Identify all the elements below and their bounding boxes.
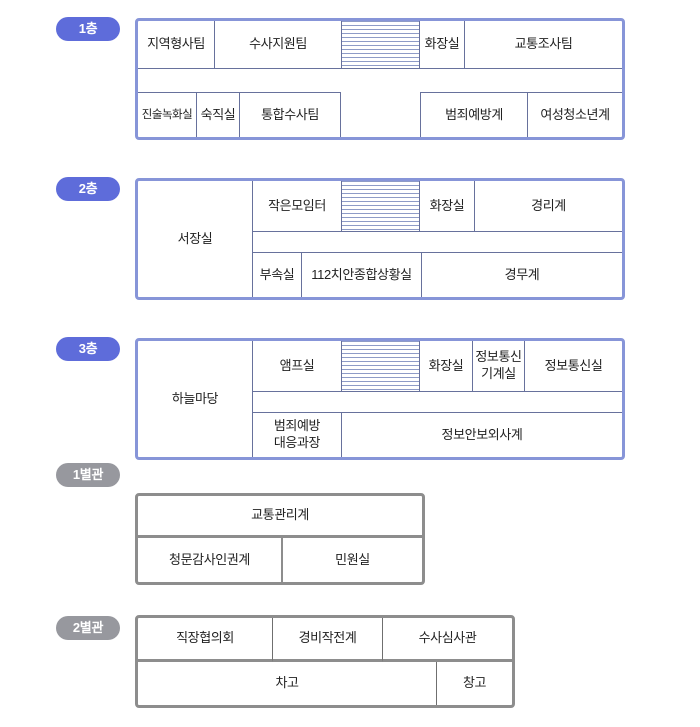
room-sky-yard: 하늘마당 [138,341,253,457]
room-attached-office: 부속실 [253,252,302,297]
room-workplace-council: 직장협의회 [138,618,273,662]
stairs-icon [341,21,420,69]
room-traffic-investigation-team: 교통조사팀 [465,21,622,69]
room-garage: 차고 [138,662,437,705]
room-investigation-support-team: 수사지원팀 [215,21,341,69]
room-ict-room: 정보통신실 [525,341,622,392]
floor3-plan: 하늘마당 앰프실 화장실 정보통신 기계실 정보통신실 범죄예방 대응과장 정보… [135,338,625,460]
stairs-icon [341,181,420,232]
floor1-badge: 1층 [56,17,120,41]
floor2-badge: 2층 [56,177,120,201]
room-integrated-investigation-team: 통합수사팀 [240,92,341,137]
room-audit-human-rights-section: 청문감사인권계 [138,538,283,582]
room-statement-recording: 진술녹화실 [138,92,197,137]
floor1-plan: 지역형사팀 수사지원팀 화장실 교통조사팀 진술녹화실 숙직실 통합수사팀 범죄… [135,18,625,140]
room-112-situation-room: 112치안종합상황실 [302,252,422,297]
room-restroom-f2: 화장실 [420,181,475,232]
floor2-plan: 서장실 작은모임터 화장실 경리계 부속실 112치안종합상황실 경무계 [135,178,625,300]
room-ict-machine-room: 정보통신 기계실 [473,341,525,392]
annex1-plan: 교통관리계 청문감사인권계 민원실 [135,493,425,585]
room-crime-prevention-chief: 범죄예방 대응과장 [253,412,342,457]
room-women-youth-section: 여성청소년계 [528,92,622,137]
room-crime-prevention-section: 범죄예방계 [420,92,528,137]
annex2-plan: 직장협의회 경비작전계 수사심사관 차고 창고 [135,615,515,708]
room-police-admin-section: 경무계 [422,252,622,297]
room-chief-office: 서장실 [138,181,253,297]
room-restroom-f1: 화장실 [420,21,465,69]
stairs-icon [341,341,420,392]
annex2-badge: 2별관 [56,616,120,640]
room-civil-affairs-office: 민원실 [335,551,370,567]
annex1-badge: 1별관 [56,463,120,487]
room-regional-detective-team: 지역형사팀 [138,21,215,69]
room-amp-room: 앰프실 [253,341,341,392]
room-traffic-management-section: 교통관리계 [138,496,422,538]
room-security-operations-section: 경비작전계 [273,618,383,662]
room-investigation-review-officer: 수사심사관 [383,618,512,662]
room-accounting-section: 경리계 [475,181,622,232]
floor3-badge: 3층 [56,337,120,361]
room-security-foreign-affairs: 정보안보외사계 [342,412,622,457]
room-restroom-f3: 화장실 [420,341,473,392]
room-night-duty: 숙직실 [197,92,240,137]
room-storage: 창고 [462,675,487,691]
room-small-meeting-place: 작은모임터 [253,181,341,232]
